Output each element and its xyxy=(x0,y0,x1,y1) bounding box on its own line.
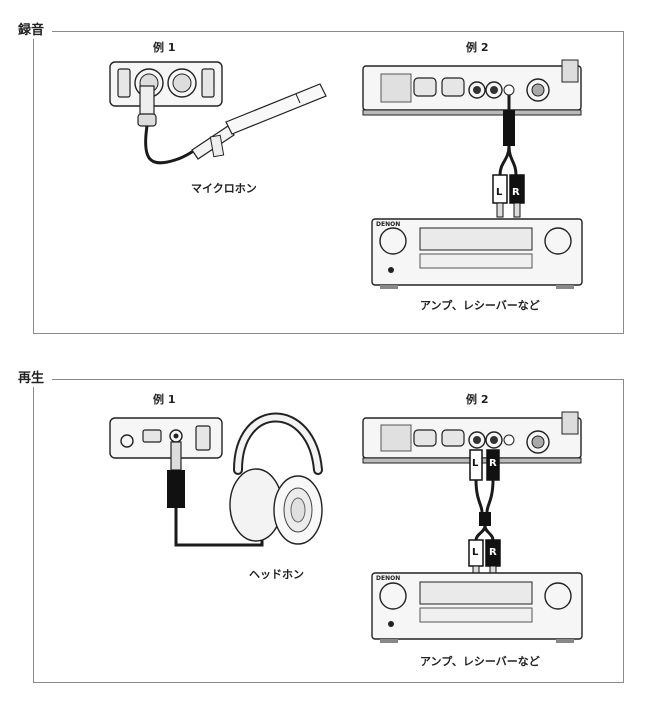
rca-right-bottom-label: R xyxy=(489,547,497,558)
headphones-icon xyxy=(229,412,323,545)
adapter-unit xyxy=(109,417,223,459)
headphone-caption: ヘッドホン xyxy=(249,568,304,581)
microphone-icon xyxy=(191,83,327,160)
recorder-device xyxy=(362,59,582,116)
playback-example1-label: 例 1 xyxy=(153,393,176,406)
amp-receiver xyxy=(371,218,583,289)
recording-section xyxy=(33,31,624,334)
playback-amp-receiver xyxy=(371,572,583,643)
playback-section xyxy=(33,379,624,683)
playback-example2-label: 例 2 xyxy=(466,393,489,406)
microphone-caption: マイクロホン xyxy=(191,182,257,195)
playback-amp-caption: アンプ、レシーバーなど xyxy=(420,655,540,668)
xlr-plug xyxy=(137,85,157,127)
rca-plug-left xyxy=(492,174,508,218)
recording-title: 録音 xyxy=(18,23,53,39)
rca-right-top-label: R xyxy=(489,458,497,469)
recording-amp-caption: アンプ、レシーバーなど xyxy=(420,299,540,312)
playback-title: 再生 xyxy=(18,371,53,387)
rca-plug-left-label: L xyxy=(496,187,503,198)
rca-plug-right xyxy=(509,174,525,218)
rca-plug-right-label: R xyxy=(512,187,520,198)
playback-amp-brand-label: DENON xyxy=(376,575,401,582)
mic-cable xyxy=(144,125,196,165)
rca-left-top-label: L xyxy=(472,458,479,469)
rca-left-bottom-label: L xyxy=(472,547,479,558)
recording-example1-label: 例 1 xyxy=(153,41,176,54)
recording-example2-label: 例 2 xyxy=(466,41,489,54)
amp-brand-label: DENON xyxy=(376,221,401,228)
